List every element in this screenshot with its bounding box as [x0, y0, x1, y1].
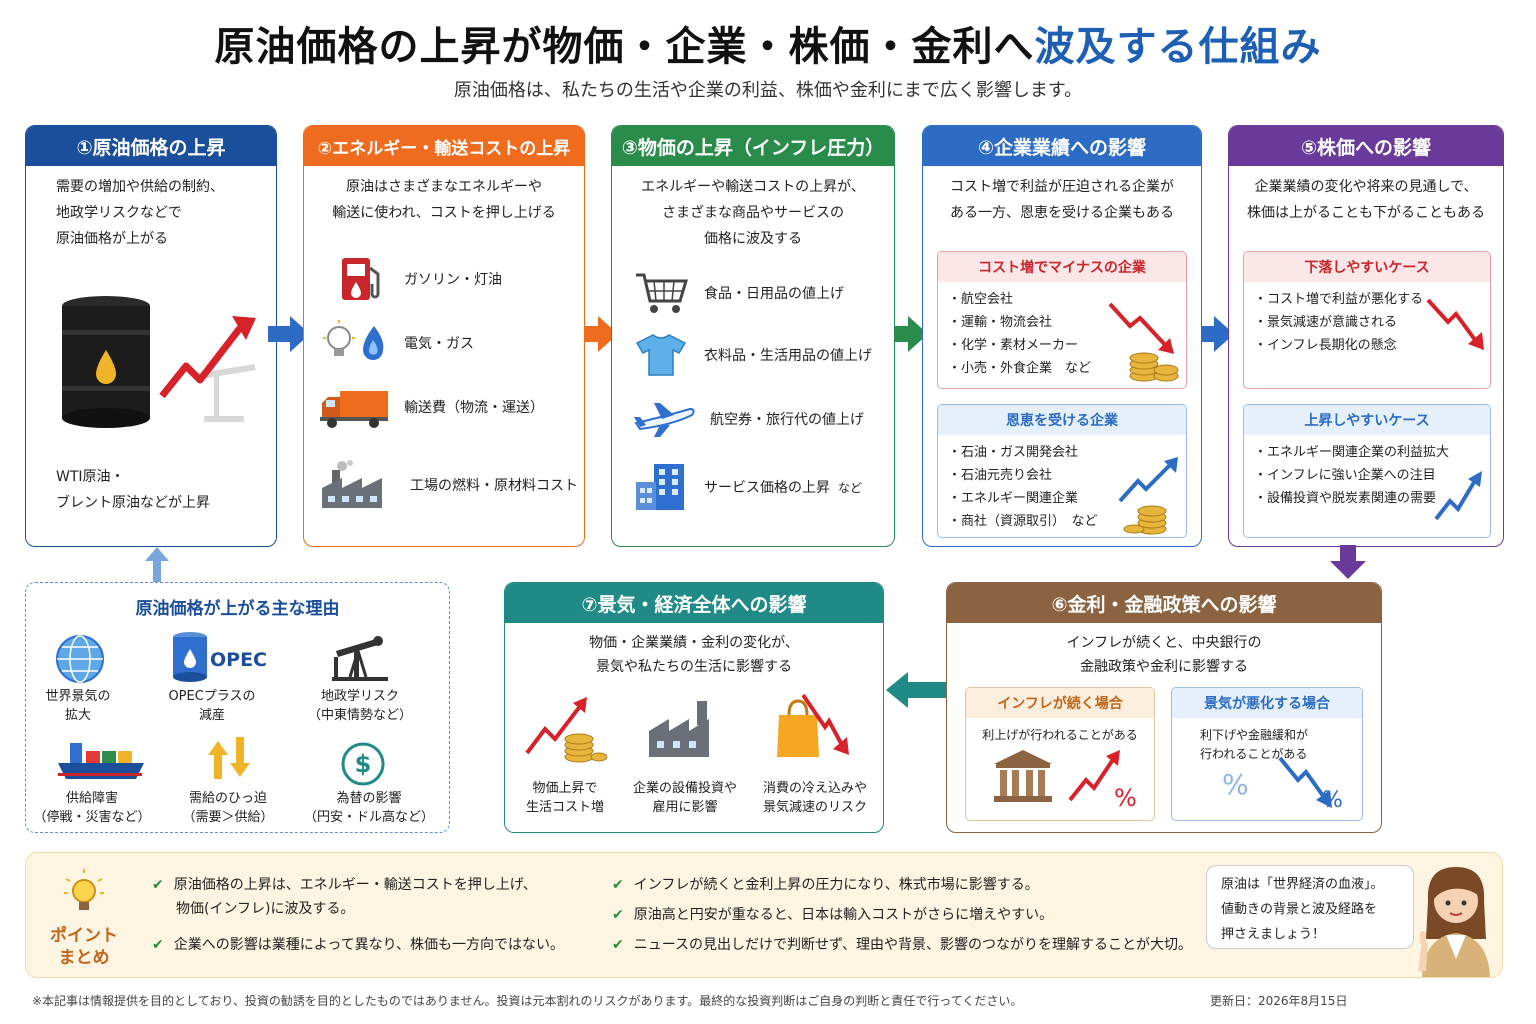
step7-item-consumption: 消費の冷え込みや景気減速のリスク	[762, 781, 867, 815]
step6-inflation-panel: インフレが続く場合 利上げが行われることがある %	[965, 687, 1155, 821]
step3-item-service: サービス価格の上昇など	[632, 462, 862, 512]
step6-box: ⑥金利・金融政策への影響 インフレが続くと、中央銀行の金融政策や金利に影響する …	[946, 582, 1382, 833]
oil-barrel-rising-icon	[62, 296, 256, 428]
step1-box: ①原油価格の上昇 需要の増加や供給の制約、地政学リスクなどで原油価格が上がる W…	[25, 125, 277, 547]
step3-title: ③物価の上昇（インフレ圧力）	[612, 126, 894, 166]
point-left-2: 企業への影響は業種によって異なり、株価も一方向ではない。	[152, 933, 564, 957]
point-right-1: インフレが続くと金利上昇の圧力になり、株式市場に影響する。	[612, 873, 1039, 897]
step2-item-factory: 工場の燃料・原材料コスト	[320, 460, 578, 510]
opec-logo-text: OPEC	[210, 649, 267, 671]
step1-title: ①原油価格の上昇	[26, 126, 276, 166]
bulb-flame-icon	[323, 320, 384, 360]
airplane-icon	[634, 403, 695, 437]
rate-up-icon	[1068, 750, 1120, 802]
step5-up-panel: 上昇しやすいケース ・エネルギー関連企業の利益拡大・インフレに強い企業への注目・…	[1243, 404, 1491, 538]
step3-box: ③物価の上昇（インフレ圧力） エネルギーや輸送コストの上昇が、さまざまな商品やサ…	[611, 125, 895, 547]
step4-title: ④企業業績への影響	[923, 126, 1201, 166]
update-date: 更新日：2026年8月15日	[1210, 994, 1348, 1008]
step2-item-shipping: 輸送費（物流・運送）	[320, 382, 544, 432]
step6-lead: インフレが続くと、中央銀行の金融政策や金利に影響する	[1066, 635, 1262, 675]
step2-lead: 原油はさまざまなエネルギーや輸送に使われ、コストを押し上げる	[332, 179, 556, 221]
step2-item-electricity: 電気・ガス	[318, 318, 474, 368]
building-icon	[636, 464, 684, 510]
rate-down-icon	[1278, 756, 1332, 808]
step6-title: ⑥金利・金融政策への影響	[947, 583, 1381, 623]
gas-pump-icon	[342, 258, 380, 300]
step1-note: WTI原油・ブレント原油などが上昇	[56, 469, 210, 511]
down-trend-arrow-icon	[1426, 298, 1484, 350]
reason-geopolitical: 地政学リスク（中東情勢など）	[307, 689, 412, 723]
point-right-3: ニュースの見出しだけで判断せず、理由や背景、影響のつながりを理解することが大切。	[612, 933, 1192, 957]
page-title: 原油価格の上昇が物価・企業・株価・金利へ波及する仕組み	[214, 24, 1322, 70]
bank-building-icon	[994, 750, 1052, 802]
step4-plus-panel: 恩恵を受ける企業 ・石油・ガス開発会社・石油元売り会社・エネルギー関連企業・商社…	[937, 404, 1187, 538]
flow-arrow-1-2	[268, 316, 310, 352]
rising-cost-icon	[525, 697, 607, 763]
reasons-title: 原油価格が上がる主な理由	[135, 599, 340, 619]
reason-supply-disruption: 供給障害（停戦・災害など）	[33, 791, 151, 825]
point-right-2: 原油高と円安が重なると、日本は輸入コストがさらに増えやすい。	[612, 903, 1053, 927]
tshirt-icon	[635, 334, 687, 376]
step3-lead: エネルギーや輸送コストの上昇が、さまざまな商品やサービスの価格に波及する	[641, 179, 865, 247]
step3-item-travel: 航空券・旅行代の値上げ	[632, 394, 864, 444]
factory-icon	[649, 701, 709, 757]
shopping-bag-down-icon	[777, 693, 849, 757]
cart-icon	[636, 273, 688, 313]
falling-coins-icon	[1108, 302, 1179, 382]
percent-up-text: %	[1114, 784, 1137, 812]
point-left-1: 原油価格の上昇は、エネルギー・輸送コストを押し上げ、物価(インフレ)に波及する。	[152, 873, 537, 921]
globe-icon	[56, 635, 104, 683]
step5-lead: 企業業績の変化や将来の見通しで、株価は上がることも下がることもある	[1247, 179, 1485, 221]
points-label: ポイントまとめ	[50, 926, 118, 968]
up-trend-arrow-icon	[1434, 471, 1482, 521]
oil-rig-icon	[332, 636, 388, 681]
reason-fx: 為替の影響（円安・ドル高など）	[303, 791, 434, 825]
step5-box: ⑤株価への影響 企業業績の変化や将来の見通しで、株価は上がることも下がることもあ…	[1228, 125, 1504, 547]
step7-lead: 物価・企業業績・金利の変化が、景気や私たちの生活に影響する	[589, 635, 799, 675]
svg-text:$: $	[355, 750, 372, 778]
flow-arrow-4-5	[1192, 316, 1234, 352]
step7-item-investment: 企業の設備投資や雇用に影響	[632, 781, 737, 815]
reason-tight-supply: 需給のひっ迫（需要＞供給）	[182, 791, 274, 825]
step1-lead: 需要の増加や供給の制約、地政学リスクなどで原油価格が上がる	[56, 179, 224, 247]
step7-box: ⑦景気・経済全体への影響 物価・企業業績・金利の変化が、景気や私たちの生活に影響…	[504, 582, 884, 833]
speech-bubble: 原油は「世界経済の血液」。値動きの背景と波及経路を押さえましょう！	[1206, 865, 1414, 949]
step4-minus-panel: コスト増でマイナスの企業 ・航空会社・運輸・物流会社・化学・素材メーカー・小売・…	[937, 251, 1187, 389]
step5-down-panel: 下落しやすいケース ・コスト増で利益が悪化する・景気減速が意識される・インフレ長…	[1243, 251, 1491, 389]
step5-title: ⑤株価への影響	[1229, 126, 1503, 166]
step3-item-clothing: 衣料品・生活用品の値上げ	[632, 330, 872, 380]
lightbulb-icon	[64, 869, 104, 910]
step7-item-living-cost: 物価上昇で生活コスト増	[525, 781, 604, 815]
factory-icon	[322, 460, 382, 508]
percent-down-text: %	[1322, 788, 1343, 813]
step4-lead: コスト増で利益が圧迫される企業がある一方、恩恵を受ける企業もある	[950, 179, 1174, 221]
flow-arrow-6-7	[886, 672, 946, 708]
truck-icon	[320, 391, 388, 428]
flow-arrow-3-4	[886, 316, 928, 352]
reason-world-economy: 世界景気の拡大	[45, 689, 111, 723]
step2-item-gasoline: ガソリン・灯油	[332, 254, 502, 304]
dollar-coin-icon: $	[341, 742, 385, 786]
page-subtitle: 原油価格は、私たちの生活や企業の利益、株価や金利にまで広く影響します。	[453, 80, 1083, 101]
flow-arrow-reasons-1	[145, 547, 169, 583]
disclaimer: ※本記事は情報提供を目的としており、投資の勧誘を目的としたものではありません。投…	[32, 994, 1023, 1008]
rising-coins-icon	[1118, 457, 1178, 535]
reason-opec-cut: OPECプラスの減産	[168, 689, 256, 723]
step4-box: ④企業業績への影響 コスト増で利益が圧迫される企業がある一方、恩恵を受ける企業も…	[922, 125, 1202, 547]
step2-title: ②エネルギー・輸送コストの上昇	[304, 126, 584, 166]
percent-text: %	[1222, 768, 1249, 801]
tanker-ship-icon	[58, 743, 144, 779]
advisor-avatar	[1418, 867, 1490, 977]
flow-arrow-5-6	[1330, 545, 1366, 579]
step6-recession-panel: 景気が悪化する場合 利下げや金融緩和が行われることがある % %	[1171, 687, 1363, 821]
opec-barrel-icon	[173, 632, 207, 682]
step2-box: ②エネルギー・輸送コストの上昇 原油はさまざまなエネルギーや輸送に使われ、コスト…	[303, 125, 585, 547]
reasons-box: 原油価格が上がる主な理由 OPEC 世界景気の拡大 OPECプラスの減産 地政学…	[25, 582, 450, 833]
step7-title: ⑦景気・経済全体への影響	[505, 583, 883, 623]
step3-item-food: 食品・日用品の値上げ	[632, 268, 844, 318]
up-down-arrows-icon	[208, 737, 250, 779]
flow-arrow-2-3	[576, 316, 618, 352]
